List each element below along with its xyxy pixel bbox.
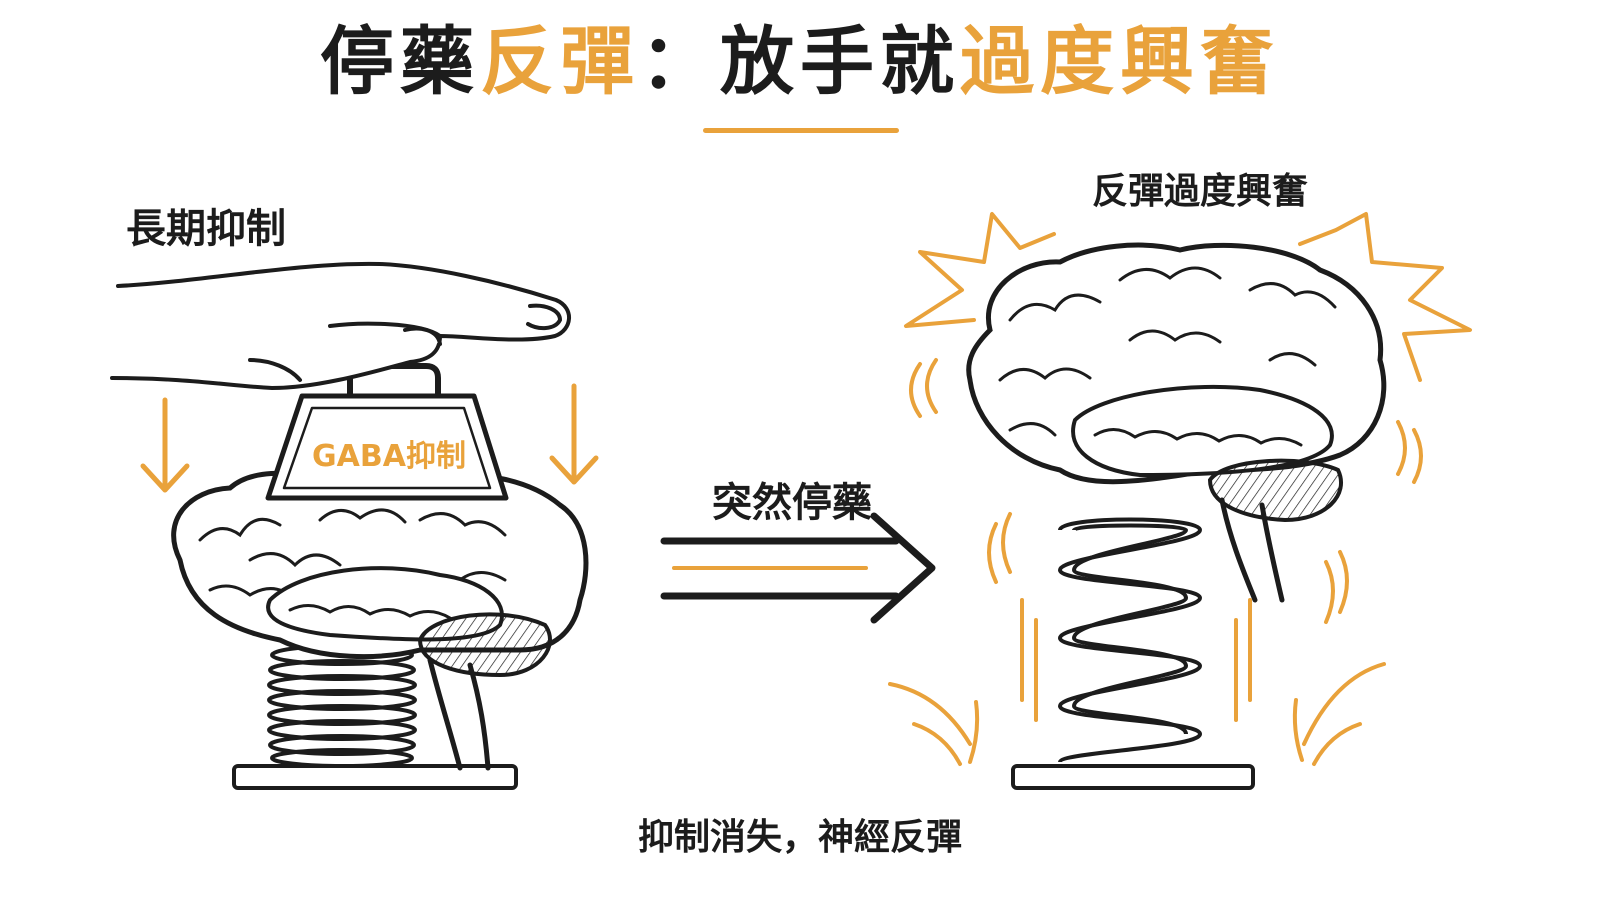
weight-label: GABA抑制 bbox=[312, 439, 466, 474]
left-base-plate bbox=[232, 764, 518, 790]
title-underline bbox=[703, 128, 899, 133]
arrow-right-icon bbox=[660, 512, 936, 624]
title-part-3: ：放手就 bbox=[640, 19, 960, 105]
compressed-spring-icon bbox=[267, 644, 417, 768]
left-brain-icon bbox=[171, 467, 589, 771]
left-panel-label: 長期抑制 bbox=[126, 206, 286, 252]
title-part-2: 反彈 bbox=[480, 19, 640, 105]
title-part-4: 過度興奮 bbox=[960, 19, 1280, 105]
right-panel-label: 反彈過度興奮 bbox=[1092, 171, 1309, 212]
transition-label: 突然停藥 bbox=[712, 480, 872, 526]
page-title: 停藥反彈：放手就過度興奮 bbox=[0, 19, 1600, 105]
left-down-arrow-icon bbox=[140, 397, 190, 493]
bottom-caption: 抑制消失，神經反彈 bbox=[637, 817, 962, 858]
weight-icon: GABA抑制 bbox=[265, 363, 509, 501]
right-brain-icon bbox=[966, 242, 1387, 603]
right-down-arrow-icon bbox=[549, 383, 599, 485]
title-part-1: 停藥 bbox=[320, 19, 480, 105]
right-base-plate bbox=[1011, 764, 1255, 790]
burst-icon bbox=[888, 212, 1472, 766]
hand-icon bbox=[110, 261, 571, 390]
extended-spring-icon bbox=[1057, 517, 1203, 764]
